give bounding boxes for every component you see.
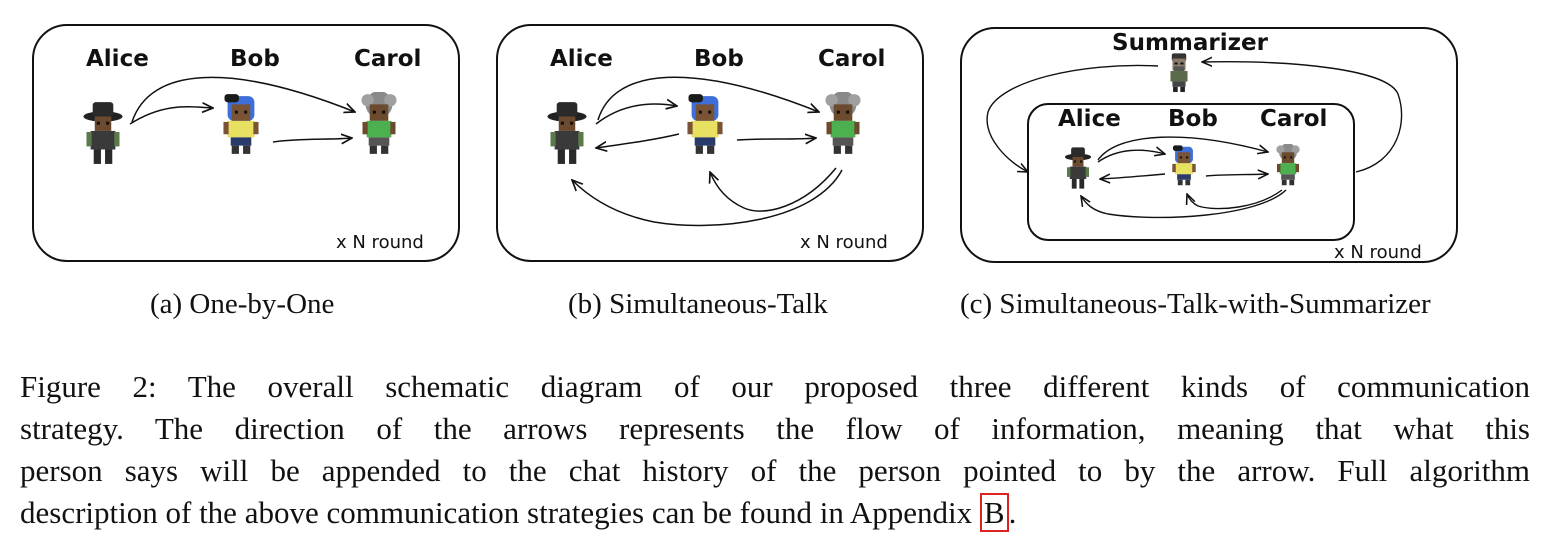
bob-avatar: [1172, 145, 1196, 186]
caption-line-1: Figure 2: The overall schematic diagram …: [20, 369, 1530, 404]
summarizer-avatar: [1170, 53, 1188, 93]
arrow-carol-to-alice: [1081, 189, 1287, 219]
arrow-alice-to-carol: [1097, 136, 1268, 161]
subcaption-a: (a) One-by-One: [150, 288, 335, 320]
caption-line-2: strategy. The direction of the arrows re…: [20, 411, 1530, 446]
name-alice: Alice: [86, 46, 149, 72]
carol-avatar: [361, 92, 397, 154]
arrow-carol-to-bob: [1187, 189, 1283, 210]
caption-line-3: person says will be appended to the chat…: [20, 453, 1530, 488]
name-summarizer: Summarizer: [1112, 30, 1269, 56]
bob-avatar: [687, 94, 723, 154]
arrow-alice-to-bob: [129, 107, 213, 125]
arrow-alice-to-carol: [597, 76, 819, 121]
round-label: x N round: [1334, 242, 1422, 263]
name-bob: Bob: [1168, 106, 1218, 132]
arrow-bob-to-carol: [736, 138, 816, 140]
arrow-bob-to-carol: [272, 138, 352, 142]
arrow-bob-to-alice: [1100, 173, 1166, 179]
name-alice: Alice: [1058, 106, 1121, 132]
panel-frame: [32, 24, 460, 262]
arrow-alice-to-bob: [595, 104, 677, 125]
panel-frame: [496, 24, 924, 262]
panel-one-by-one: Alice Bob Carol x N round: [32, 24, 460, 262]
caption-line-4-text: description of the above communication s…: [20, 495, 980, 530]
arrow-summarizer-to-alice: [986, 64, 1159, 172]
alice-avatar: [83, 102, 123, 164]
subcaption-c: (c) Simultaneous-Talk-with-Summarizer: [960, 288, 1431, 320]
arrow-carol-to-bob: [710, 167, 837, 212]
panel-frame: [960, 27, 1458, 263]
arrow-bob-to-carol: [1205, 174, 1268, 176]
arrow-alice-to-bob: [1097, 150, 1165, 163]
appendix-link[interactable]: B: [979, 493, 1009, 532]
panel-simultaneous-talk: Alice Bob Carol x N round: [496, 24, 924, 262]
round-label: x N round: [336, 232, 424, 253]
round-label: x N round: [800, 232, 888, 253]
figure-caption: Figure 2: The overall schematic diagram …: [20, 366, 1530, 534]
carol-avatar: [1276, 144, 1300, 186]
arrow-bob-to-alice: [596, 133, 680, 148]
panel-simultaneous-talk-with-summarizer: Summarizer Alice Bob Carol x N round: [960, 27, 1458, 263]
arrow-group-to-summarizer: [1202, 62, 1403, 173]
name-carol: Carol: [818, 46, 885, 72]
alice-avatar: [1064, 147, 1092, 189]
name-carol: Carol: [354, 46, 421, 72]
carol-avatar: [825, 92, 861, 154]
caption-period: .: [1008, 495, 1017, 530]
subcaption-b: (b) Simultaneous-Talk: [568, 288, 828, 320]
arrow-alice-to-carol: [131, 76, 355, 123]
arrow-carol-to-alice: [572, 169, 843, 227]
name-carol: Carol: [1260, 106, 1327, 132]
name-bob: Bob: [694, 46, 744, 72]
caption-line-4: description of the above communication s…: [20, 492, 1530, 534]
name-alice: Alice: [550, 46, 613, 72]
bob-avatar: [223, 94, 259, 154]
name-bob: Bob: [230, 46, 280, 72]
alice-avatar: [547, 102, 587, 164]
